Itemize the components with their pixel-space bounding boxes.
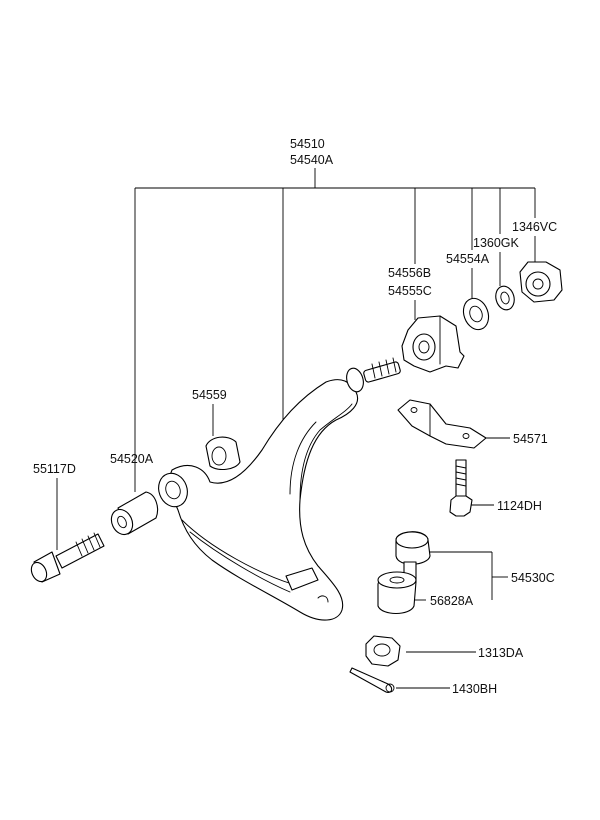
hex-nut-face	[525, 271, 551, 297]
label-56828a: 56828A	[430, 594, 474, 608]
split-pin-eye	[385, 683, 395, 693]
label-54540a: 54540A	[290, 153, 334, 167]
label-54520a: 54520A	[110, 452, 154, 466]
arm-flange-line-1	[181, 519, 293, 585]
pivot-bolt	[30, 532, 105, 583]
ball-joint-cap-top	[395, 531, 429, 549]
bracket-strap	[397, 399, 487, 449]
stud-thread	[363, 361, 401, 383]
rear-bushing-bore	[418, 340, 430, 354]
part-labels: 54510 54540A 1346VC 1360GK 54554A 54556B…	[33, 137, 557, 696]
leader-lines	[56, 168, 536, 689]
hex-nut-hole	[532, 278, 544, 290]
bracket-bolt-head	[449, 495, 473, 517]
bracket-hole-2	[462, 433, 470, 439]
bump-stopper-hole	[211, 446, 227, 466]
label-54556b: 54556B	[388, 266, 431, 280]
split-pin-body	[349, 667, 393, 693]
dust-cover	[377, 571, 417, 615]
lower-control-arm	[158, 379, 358, 621]
rear-pivot-stud	[346, 357, 401, 393]
castle-nut-hole	[373, 643, 391, 657]
arm-rib-line-2	[289, 421, 317, 495]
label-1346vc: 1346VC	[512, 220, 557, 234]
rear-bushing-face	[412, 333, 436, 361]
front-bushing-bore	[117, 515, 127, 529]
spacer-ring	[462, 297, 490, 331]
pivot-bolt-thread	[75, 532, 101, 557]
label-1124dh: 1124DH	[497, 499, 542, 513]
bump-stopper-body	[205, 436, 241, 471]
ball-joint	[395, 531, 431, 583]
bracket-bolt-thread	[455, 465, 467, 487]
bracket-hole-1	[410, 407, 418, 413]
arm-body	[169, 379, 358, 621]
rear-bushing	[401, 315, 465, 373]
arm-front-eye-hole	[165, 480, 181, 500]
arm-mount-hole	[317, 595, 329, 603]
label-54555c: 54555C	[388, 284, 432, 298]
label-1360gk: 1360GK	[473, 236, 520, 250]
stud-collar	[346, 367, 364, 393]
split-pin	[349, 667, 395, 693]
label-1313da: 1313DA	[478, 646, 524, 660]
pivot-bolt-head-face	[30, 561, 48, 583]
hex-nut	[519, 261, 563, 303]
castle-nut-body	[365, 635, 401, 667]
spacer-outer	[462, 297, 490, 331]
spacer-inner	[469, 305, 483, 323]
arm-flange-line-2	[189, 531, 291, 593]
dust-cover-top	[377, 571, 417, 589]
label-55117d: 55117D	[33, 462, 76, 476]
front-bushing-face	[110, 508, 134, 536]
dust-cover-hole	[389, 576, 405, 584]
bracket-bolt	[449, 459, 473, 517]
label-54510: 54510	[290, 137, 325, 151]
label-54554a: 54554A	[446, 252, 490, 266]
label-54571: 54571	[513, 432, 548, 446]
label-54559: 54559	[192, 388, 227, 402]
label-54530c: 54530C	[511, 571, 555, 585]
bushing-bracket	[397, 399, 487, 449]
washer-outer	[495, 285, 515, 311]
label-1430bh: 1430BH	[452, 682, 497, 696]
arm-gusset	[285, 567, 319, 591]
arm-front-eye	[158, 472, 188, 508]
washer-inner	[500, 291, 510, 305]
castle-nut	[365, 635, 401, 667]
washer	[495, 285, 515, 311]
bump-stopper	[205, 436, 241, 471]
stud-thread-lines	[371, 357, 397, 379]
front-bushing	[110, 491, 159, 536]
arm-rib-line	[299, 403, 353, 501]
